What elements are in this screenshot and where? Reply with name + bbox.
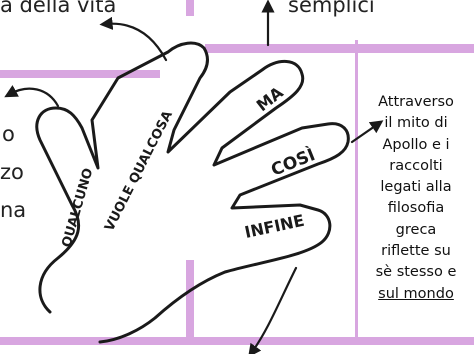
finger-label-middle: MA: [253, 82, 287, 115]
side-line: sul mondo: [358, 284, 474, 305]
finger-label-thumb: INFINE: [243, 211, 306, 242]
side-line: greca: [358, 220, 474, 241]
side-line: legati alla: [358, 177, 474, 198]
arrow-left: [10, 89, 58, 106]
side-line: filosofia: [358, 198, 474, 219]
fragment-top-right: semplici: [288, 0, 375, 17]
side-line: il mito di: [358, 113, 474, 134]
finger-label-ring: VUOLE QUALCOSA: [102, 109, 176, 234]
side-paragraph: Attraverso il mito di Apollo e i raccolt…: [358, 92, 474, 305]
side-line: sè stesso e: [358, 262, 474, 283]
side-line: raccolti: [358, 156, 474, 177]
side-line: Attraverso: [358, 92, 474, 113]
side-line: Apollo e i: [358, 135, 474, 156]
fragment-left-o: o: [2, 122, 15, 146]
finger-label-pinky: QUALCUNO: [59, 167, 96, 250]
fragment-left-na: na: [0, 198, 26, 222]
side-line: riflette su: [358, 241, 474, 262]
arrow-top-left: [106, 24, 166, 60]
fragment-top-left: a della vita: [0, 0, 116, 17]
fragment-left-zo: zo: [0, 160, 24, 184]
